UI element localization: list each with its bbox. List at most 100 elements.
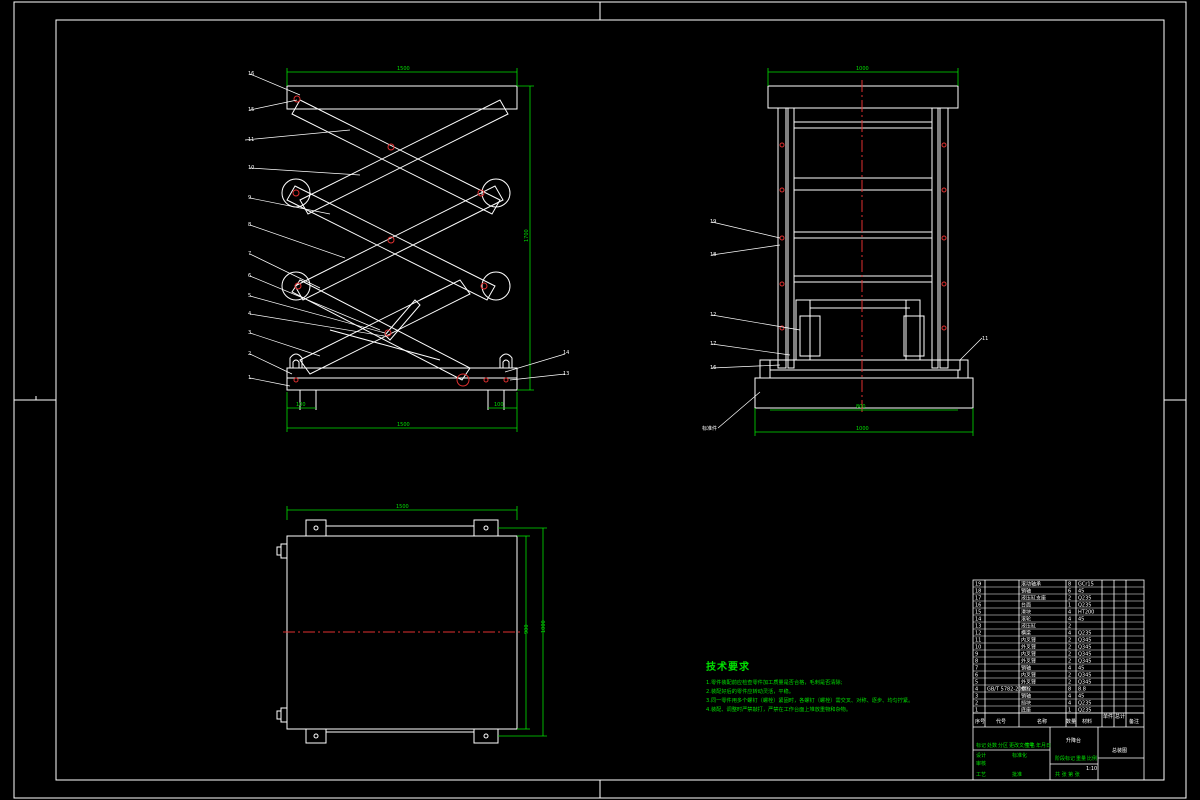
bom-cell-no: 8 [975,659,978,665]
drawing-title: 总装图 [1112,747,1127,754]
bom-cell-no: 18 [975,589,981,595]
tech-requirements-title: 技术要求 [706,662,750,673]
bom-cell-qty: 2 [1068,659,1071,665]
side-view [754,85,974,409]
bom-cell-no: 12 [975,631,981,637]
bom-cell-no: 5 [975,680,978,686]
tech-requirement-1: 1.零件装配前应检查零件加工质量是否合格，毛刺是否清除; [706,680,843,686]
side-view-dimensions [754,68,974,436]
part-label-9: 9 [248,195,251,201]
bom-cell-qty: 8 [1068,582,1071,588]
bom-cell-name: 滚动轴承 [1021,581,1041,588]
front-dim-height: 1700 [524,229,530,242]
part-label-7: 7 [248,251,251,257]
technical-requirements: 技术要求 1.零件装配前应检查零件加工质量是否合格，毛刺是否清除; 2.装配好后… [706,658,913,715]
front-dim-top: 1500 [397,66,410,72]
standard-label: 标准化 [1012,752,1027,759]
bom-cell-name: 台面 [1021,602,1031,609]
bom-cell-mat: Q345 [1078,680,1091,686]
part-label-4: 4 [248,311,251,317]
rev-col-6: 年月日 [1036,742,1051,749]
bom-cell-name: 螺栓 [1021,686,1031,693]
bom-cell-no: 6 [975,673,978,679]
bom-cell-mat: Q345 [1078,659,1091,665]
bom-cell-mat: Q345 [1078,652,1091,658]
front-view-part-labels: 16 15 11 10 9 8 7 6 5 4 3 2 1 14 13 [248,71,569,381]
bom-cell-no: 2 [975,701,978,707]
tech-requirement-3: 3.同一零件用多个螺钉（螺栓）紧固时，各螺钉（螺栓）需交叉、对称、逐步、均匀拧紧… [706,698,914,704]
bom-cell-qty: 4 [1068,617,1071,623]
bom-cell-qty: 2 [1068,624,1071,630]
bom-cell-mat: 45 [1078,666,1084,672]
header-single: 单件 [1103,713,1113,720]
bom-cell-mat: HT200 [1078,610,1094,616]
title-block-header: 序号 代号 名称 数量 材料 单件 总计 备注 升降台 总装图 阶段标记 重量 … [975,713,1139,778]
side-label-19: 19 [710,219,716,225]
check-label: 审核 [976,760,986,767]
bom-cell-qty: 4 [1068,701,1071,707]
bom-cell-mat: 45 [1078,589,1084,595]
bom-cell-no: 19 [975,582,981,588]
front-view-leaders [244,73,566,387]
bom-cell-mat: Q235 [1078,631,1091,637]
rev-col-2: 处数 [987,742,997,749]
bom-cell-qty: 2 [1068,680,1071,686]
bom-cell-mat: Q235 [1078,708,1091,714]
bom-cell-no: 10 [975,645,981,651]
header-mat: 材料 [1082,718,1092,725]
sheet-label: 共 张 第 张 [1055,771,1080,778]
side-top-platform [767,85,959,109]
side-view-joints [779,142,947,331]
front-view-dimensions [286,68,534,432]
bom-cell-no: 17 [975,596,981,602]
side-label-11: 11 [982,336,988,342]
bom-cell-name: 内叉臂 [1021,651,1036,658]
weight-label: 重量 [1076,755,1086,762]
side-dim-inner: 800 [856,404,866,410]
rev-col-5: 签名 [1025,742,1035,749]
part-label-15: 15 [248,107,254,113]
bom-cell-name: 横梁 [1021,630,1031,637]
front-dim-right-foot: 100 [494,402,504,408]
header-name: 名称 [1037,718,1047,725]
bom-cell-name: 销轴 [1021,588,1031,595]
bom-cell-qty: 2 [1068,645,1071,651]
bom-cell-name: 销轴 [1021,665,1031,672]
plan-dim-right-outer: 1000 [541,620,547,633]
side-view-leaders [711,221,983,429]
bom-cell-mat: Q345 [1078,673,1091,679]
part-label-3: 3 [248,330,251,336]
approve-label: 批准 [1012,771,1022,778]
bom-cell-no: 16 [975,603,981,609]
side-label-12: 12 [710,312,716,318]
bom-cell-name: 底座 [1021,707,1031,714]
bom-cell-no: 4 [975,687,978,693]
front-view-joints [292,95,509,387]
base-frame [286,367,518,391]
side-dim-top: 1000 [856,66,869,72]
bom-cell-no: 15 [975,610,981,616]
plan-view-dimensions [286,506,547,737]
rev-col-1: 标记 [976,742,986,749]
header-total: 总计 [1115,713,1125,720]
bom-cell-code: GB/T 5782-2000 [987,687,1028,693]
design-label: 设计 [976,752,986,759]
plan-dim-right-inner: 900 [524,624,530,634]
part-label-11: 11 [248,137,254,143]
bom-cell-name: 销轴 [1021,693,1031,700]
bom-cell-name: 外叉臂 [1021,644,1036,651]
rev-col-4: 更改文件号 [1009,742,1034,749]
bom-cell-qty: 6 [1068,589,1071,595]
scale-label: 比例 [1087,755,1097,762]
bom-cell-qty: 1 [1068,603,1071,609]
bom-cell-no: 1 [975,708,978,714]
bom-cell-name: 液压缸支座 [1021,595,1046,602]
part-label-6: 6 [248,273,251,279]
bom-cell-mat: 45 [1078,694,1084,700]
bom-cell-mat: Q345 [1078,638,1091,644]
bom-cell-qty: 1 [1068,708,1071,714]
bom-row-lines [973,586,1144,714]
bom-cell-no: 13 [975,624,981,630]
bom-cell-no: 14 [975,617,981,623]
